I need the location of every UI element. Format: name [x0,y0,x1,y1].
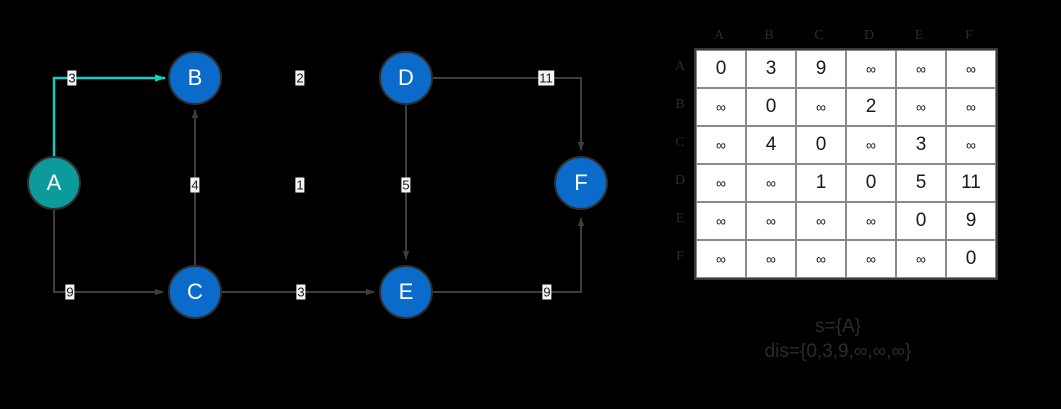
matrix-cell-E-C: ∞ [796,202,846,240]
matrix-cell-D-F: 11 [946,164,996,202]
matrix-cell-D-B: ∞ [746,164,796,202]
matrix-cell-E-E: 0 [896,202,946,240]
matrix-row-header: C [675,135,685,150]
matrix-cell-D-E: 5 [896,164,946,202]
caption-visited-set: s={A} [815,316,861,337]
matrix-cell-B-F: ∞ [946,88,996,126]
graph-node-A[interactable]: A [27,156,81,210]
matrix-cell-C-B: 4 [746,126,796,164]
matrix-cell-A-D: ∞ [846,50,896,88]
matrix-col-header: F [965,28,973,43]
edge-label-B-D: 2 [295,70,305,86]
matrix-cell-F-E: ∞ [896,240,946,278]
edge-label-C-B: 4 [190,177,200,193]
graph-node-F-label: F [574,170,588,195]
matrix-row-header: E [675,211,685,226]
edge-label-E-F: 9 [542,284,552,300]
edge-D-F [433,77,585,151]
edge-label-A-C: 9 [65,284,75,300]
graph-node-B[interactable]: B [168,51,222,105]
edge-label-A-B: 3 [67,70,77,86]
matrix-row-header: B [675,97,685,112]
matrix-cell-B-A: ∞ [696,88,746,126]
edge-label-D-E: 5 [401,177,411,193]
matrix-cell-C-C: 0 [796,126,846,164]
matrix-cell-B-B: 0 [746,88,796,126]
matrix-cell-C-F: ∞ [946,126,996,164]
matrix-cell-C-A: ∞ [696,126,746,164]
edge-label-C-E: 3 [296,284,306,300]
graph-node-B-label: B [187,65,203,90]
matrix-cell-D-A: ∞ [696,164,746,202]
edge-label-D-F: 11 [538,70,554,86]
graph-node-A-label: A [46,170,62,195]
matrix-cell-F-A: ∞ [696,240,746,278]
graph-node-C[interactable]: C [168,265,222,319]
matrix-cell-E-D: ∞ [846,202,896,240]
graph-node-C-label: C [187,279,203,304]
graph-node-E-label: E [398,279,414,304]
algorithm-state-caption: s={A} dis={0,3,9,∞,∞,∞} [668,314,1008,364]
matrix-col-header: D [863,28,875,43]
graph-edges-svg [52,74,585,296]
matrix-cell-E-B: ∞ [746,202,796,240]
matrix-cell-A-A: 0 [696,50,746,88]
matrix-cell-A-F: ∞ [946,50,996,88]
matrix-cell-F-F: 0 [946,240,996,278]
matrix-row-headers: A B C D E F [668,48,692,276]
matrix-cell-B-C: ∞ [796,88,846,126]
matrix-row-header: F [676,249,684,264]
matrix-cell-A-E: ∞ [896,50,946,88]
matrix-cell-C-D: ∞ [846,126,896,164]
matrix-row-header: D [674,173,686,188]
matrix-cell-A-B: 3 [746,50,796,88]
matrix-cell-C-E: 3 [896,126,946,164]
matrix-cell-B-D: 2 [846,88,896,126]
edge-label-D-C: 1 [295,177,305,193]
matrix-col-header: E [914,28,924,43]
matrix-column-headers: A B C D E F [694,26,994,46]
graph-node-E[interactable]: E [379,265,433,319]
edge-E-F [433,217,585,293]
matrix-cell-A-C: 9 [796,50,846,88]
matrix-cell-E-A: ∞ [696,202,746,240]
matrix-cell-F-C: ∞ [796,240,846,278]
matrix-cell-D-D: 0 [846,164,896,202]
matrix-cell-B-E: ∞ [896,88,946,126]
matrix-row-header: A [674,59,686,74]
graph-node-D[interactable]: D [379,51,433,105]
matrix-cell-D-C: 1 [796,164,846,202]
graph-node-D-label: D [398,65,414,90]
matrix-cell-E-F: 9 [946,202,996,240]
caption-distance-vector: dis={0,3,9,∞,∞,∞} [764,341,912,362]
graph-panel: 3 9 4 2 1 3 5 11 9 A B C D E F [27,51,608,319]
matrix-col-header: A [713,28,725,43]
edge-A-C [53,210,164,296]
matrix-col-header: B [764,28,774,43]
matrix-cell-F-B: ∞ [746,240,796,278]
matrix-cell-F-D: ∞ [846,240,896,278]
graph-node-F[interactable]: F [554,156,608,210]
edge-A-B [52,74,166,156]
matrix-col-header: C [814,28,824,43]
